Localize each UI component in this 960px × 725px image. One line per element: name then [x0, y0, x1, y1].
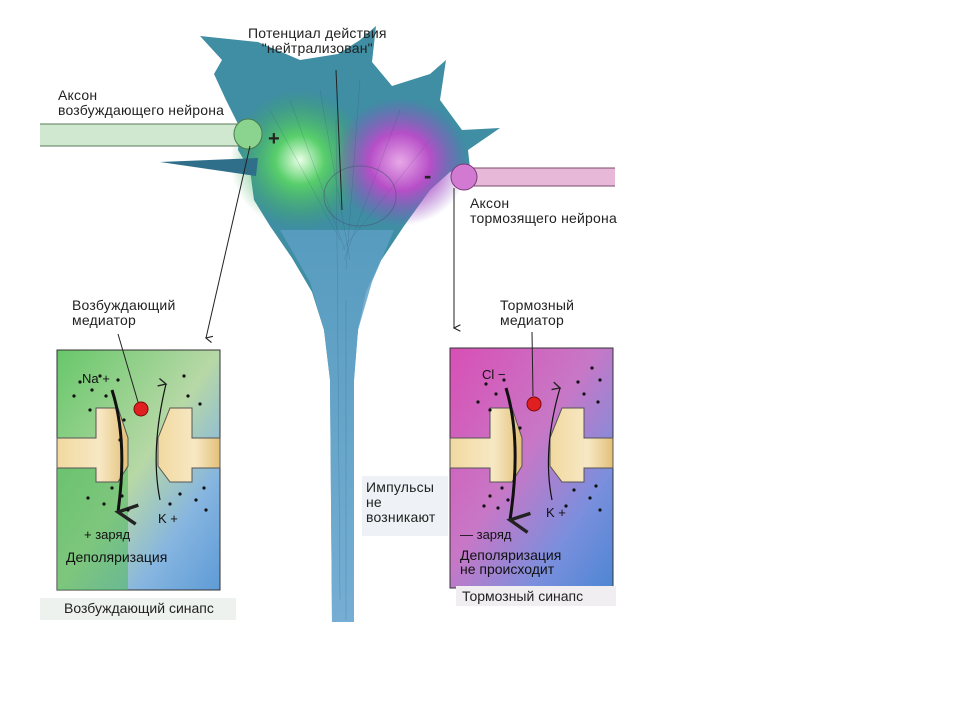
plus-sign-label: +: [268, 128, 280, 150]
inhibitory-axon-label: Аксон тормозящего нейрона: [470, 195, 617, 226]
inhibitory-ion-in: Cl −: [482, 367, 506, 382]
excitatory-synapse-panel: [56, 333, 221, 591]
minus-sign-label: -: [424, 163, 432, 188]
inhibitory-ion-out: K +: [546, 505, 566, 520]
excitatory-mediator-dot: [133, 401, 149, 417]
dendrite-left-lower: [160, 158, 258, 176]
excitatory-axon-label: Аксон возбуждающего нейрона: [58, 87, 225, 118]
neuron: [200, 26, 500, 622]
inhibitory-charge: — заряд: [460, 527, 512, 542]
excitatory-postsynaptic-terminal: [157, 407, 221, 483]
inhibitory-outflow-arrow: [547, 381, 562, 501]
excitatory-charge: + заряд: [84, 527, 131, 542]
soma-texture: [269, 79, 431, 620]
inhibitory-axon: [450, 163, 615, 191]
excitatory-ion-dots: [72, 374, 208, 512]
impulses-label-bg: [362, 476, 448, 536]
inhibitory-caption-bg: [456, 586, 616, 606]
soma-magenta-glow: [332, 98, 468, 226]
excitatory-ion-out: K +: [158, 511, 178, 526]
inhibitory-synapse-panel: [449, 331, 614, 589]
excitatory-inflow-arrow: [110, 389, 139, 526]
inhibitory-ion-dots: [476, 366, 602, 512]
excitatory-synapse-caption: Возбуждающий синапс: [64, 600, 214, 616]
neuron-axon-hillock: [280, 230, 394, 622]
inhibitory-mediator-dot: [526, 396, 542, 412]
excitatory-axon: [40, 118, 263, 150]
excitatory-result: Деполяризация: [66, 549, 168, 565]
neuron-nucleus: [323, 165, 397, 227]
inhibitory-inflow-arrow: [504, 387, 531, 534]
inhibitory-result: Деполяризация не происходит: [460, 547, 562, 577]
inhibitory-presynaptic-terminal: [449, 407, 523, 483]
excitatory-outflow-arrow: [155, 377, 168, 501]
soma-green-glow: [230, 90, 370, 230]
inhibitory-postsynaptic-terminal: [549, 407, 614, 483]
action-potential-pointer: [335, 69, 343, 211]
inhibitory-mediator-label: Тормозный медиатор: [500, 297, 575, 328]
action-potential-label: Потенциал действия "нейтрализован": [248, 25, 387, 56]
excitatory-ion-in: Na +: [82, 371, 110, 386]
inhibitory-synapse-caption: Тормозный синапс: [462, 588, 584, 604]
excitatory-mediator-label: Возбуждающий медиатор: [72, 297, 176, 328]
excitatory-arrow: [204, 145, 251, 343]
excitatory-presynaptic-terminal: [56, 407, 129, 483]
impulses-absent-label: Импульсы не возникают: [366, 479, 436, 525]
excitatory-caption-bg: [40, 598, 236, 620]
